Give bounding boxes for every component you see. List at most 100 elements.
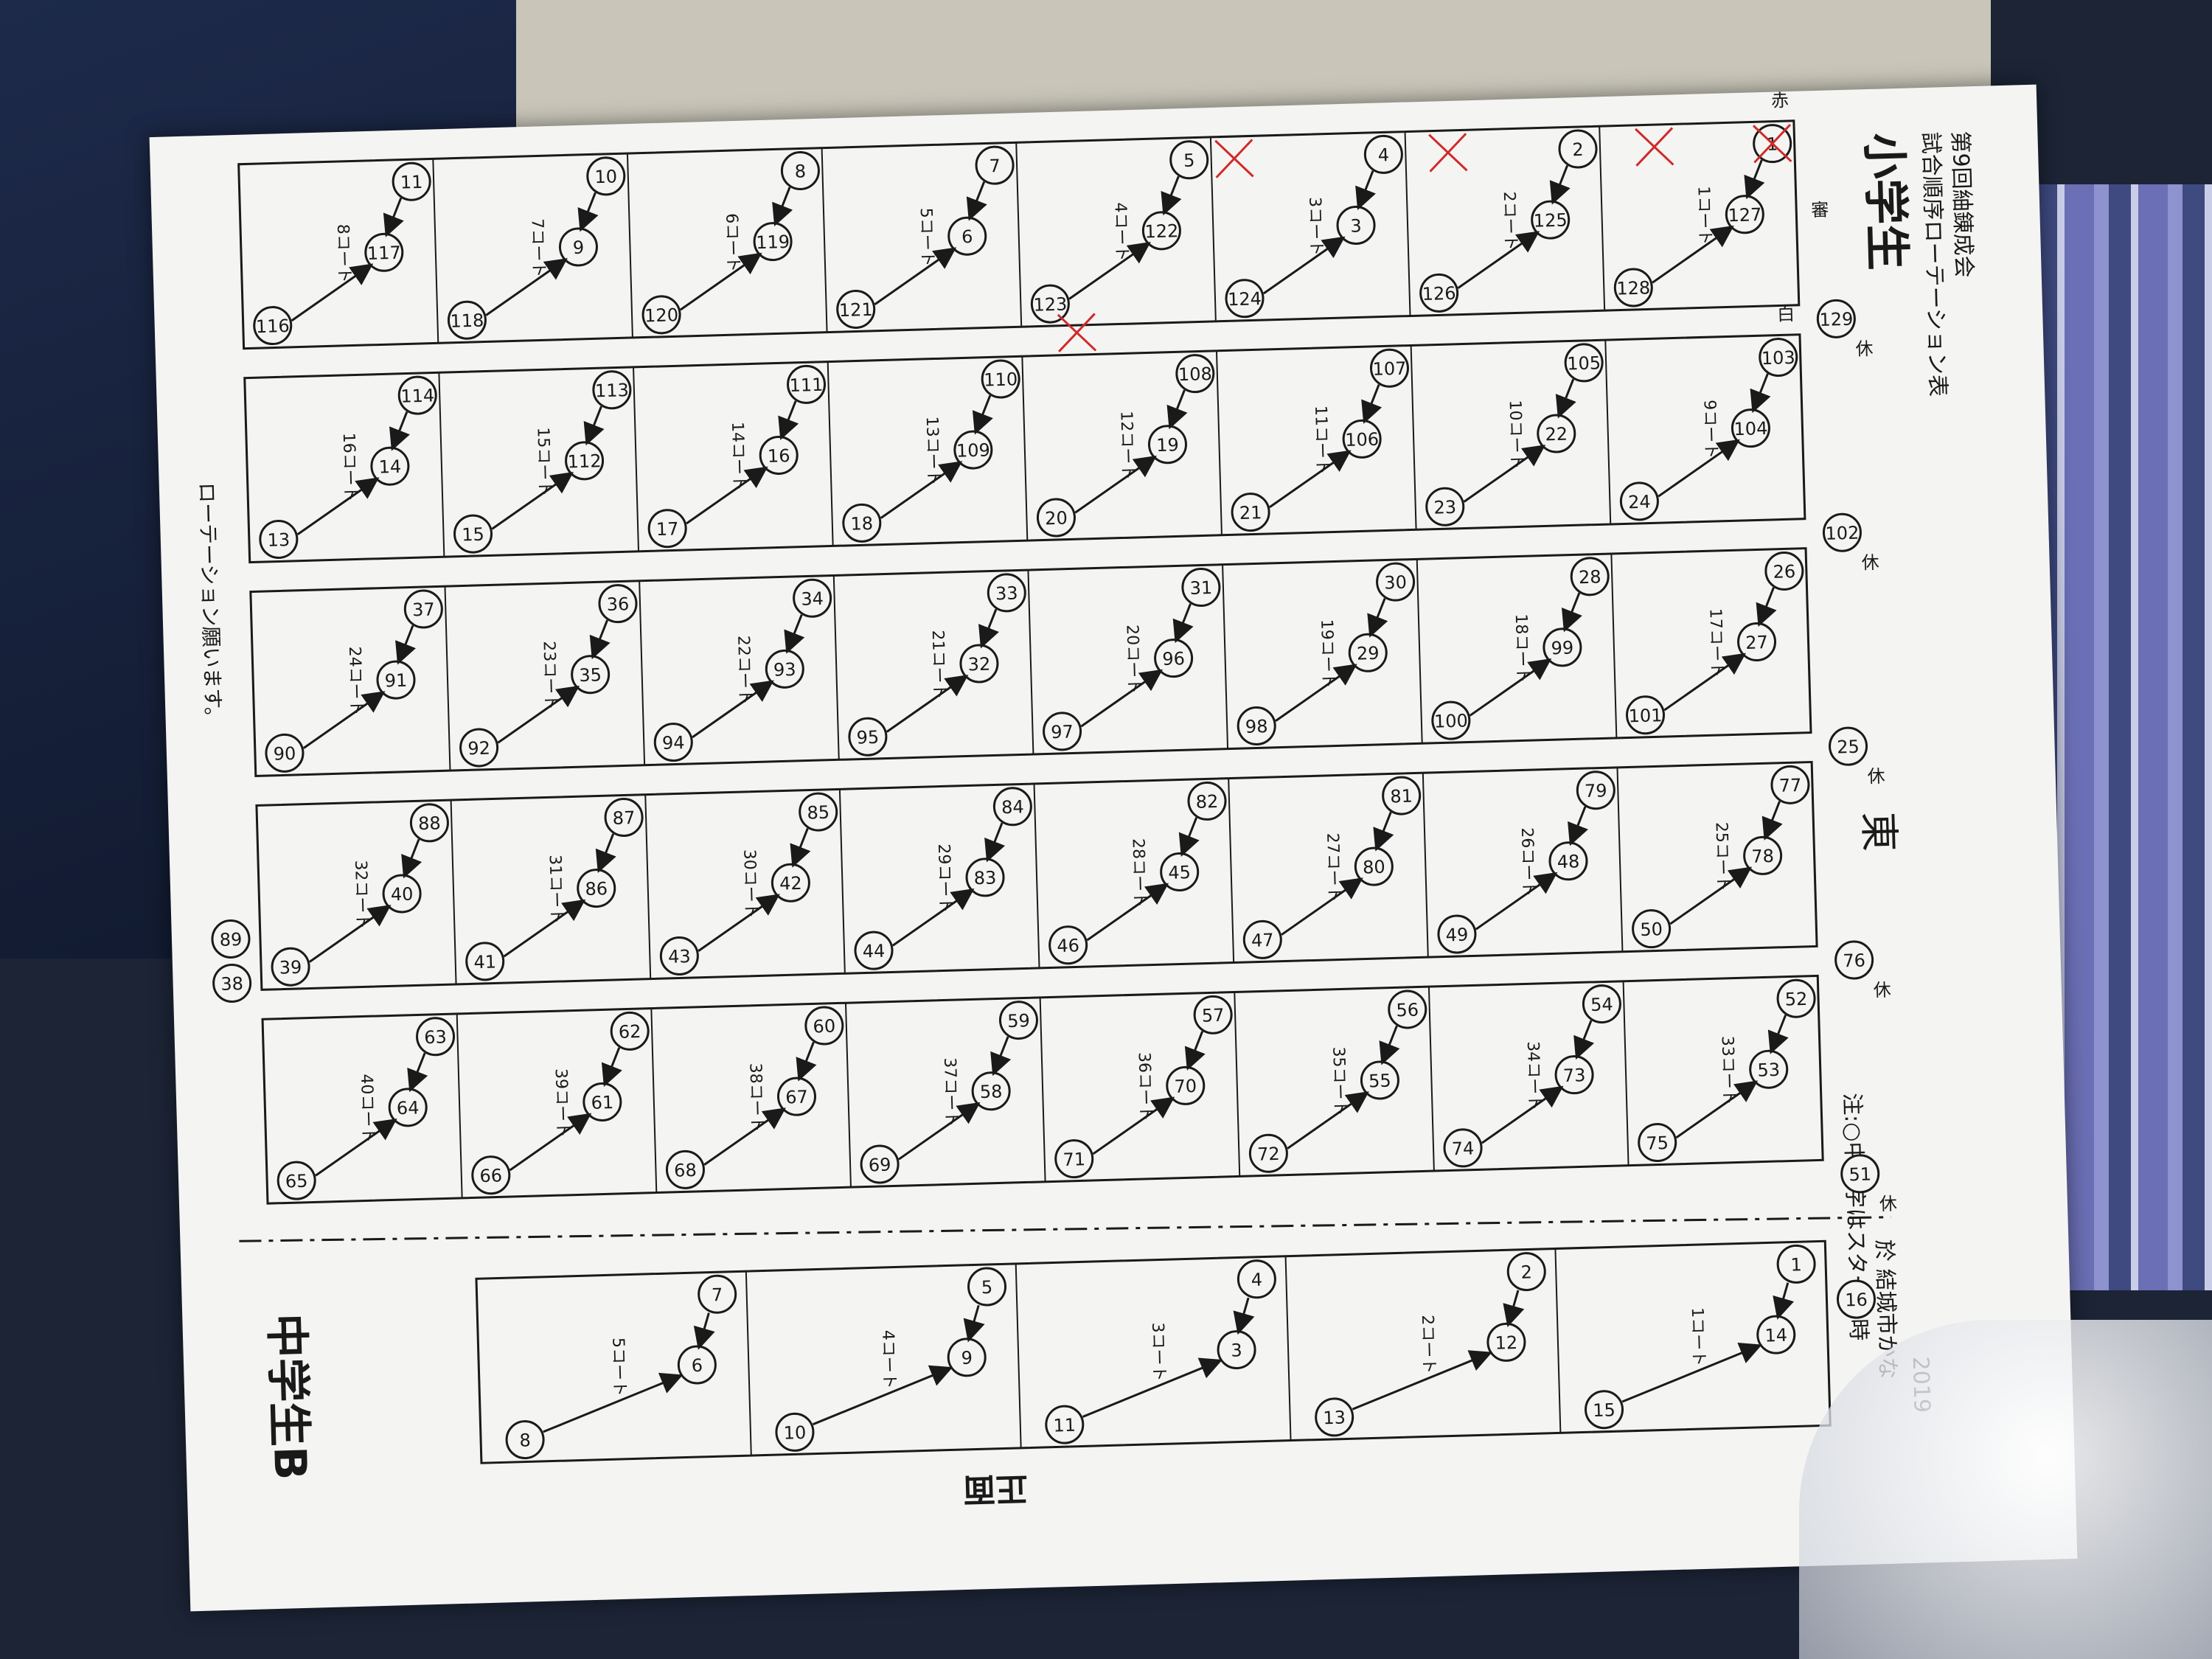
flow-arrow (1074, 455, 1157, 514)
flow-arrow (1080, 669, 1164, 728)
court-label: 11コート (1311, 406, 1332, 476)
court-divider (1554, 1248, 1562, 1433)
match-node-label: 97 (1051, 721, 1074, 742)
match-node-label: 10 (783, 1422, 806, 1444)
match-node-label: 69 (868, 1155, 891, 1176)
match-node-label: 52 (1784, 989, 1807, 1010)
match-node-label: 125 (1533, 209, 1568, 231)
rest-node (1840, 1154, 1880, 1194)
flow-arrow (1269, 450, 1352, 509)
match-node-label: 124 (1228, 288, 1262, 310)
match-node (259, 519, 299, 559)
flow-arrow (1178, 817, 1200, 857)
flow-arrow (796, 1041, 817, 1082)
court-label: 38コート (745, 1062, 766, 1133)
title-line1: 第9回紬錬成会 (1947, 131, 1977, 278)
match-node (981, 359, 1020, 399)
flow-arrow (1172, 603, 1194, 644)
match-node (1776, 978, 1816, 1018)
match-node-label: 73 (1562, 1065, 1585, 1086)
match-node-label: 13 (1323, 1408, 1346, 1429)
match-node (1619, 481, 1659, 521)
match-node (1237, 1259, 1276, 1299)
match-node-label: 27 (1745, 632, 1768, 653)
rest-node (1822, 512, 1862, 552)
footer-note: ローテーション願います。 (195, 482, 226, 728)
court-label: 10コート (1506, 400, 1526, 470)
match-node (397, 375, 437, 415)
court-label: 33コート (1718, 1036, 1739, 1106)
flow-arrow (1092, 1096, 1175, 1155)
match-node (1431, 700, 1471, 740)
flow-arrow (772, 187, 793, 227)
court-label: 14コート (728, 422, 748, 492)
flow-arrow (1663, 653, 1746, 712)
court-label: 17コート (1705, 608, 1726, 678)
flow-arrow (1503, 1290, 1525, 1328)
court-label: 28コート (1129, 838, 1150, 908)
match-node-label: 111 (789, 375, 824, 396)
match-node-label: 21 (1239, 502, 1262, 524)
match-node-label: 49 (1445, 925, 1468, 946)
match-node (1506, 1252, 1546, 1292)
match-node-label: 109 (956, 439, 991, 461)
match-node-label: 62 (619, 1021, 641, 1043)
court-divider (1422, 773, 1429, 958)
match-node-label: 46 (1057, 935, 1079, 956)
rest-node (1829, 726, 1868, 766)
flow-arrow (1355, 170, 1377, 210)
match-node (1437, 914, 1477, 954)
flow-arrow (1361, 384, 1382, 424)
flow-arrow (1166, 389, 1188, 430)
court-divider (1039, 997, 1046, 1182)
red-check-mark (1428, 133, 1468, 173)
match-node-label: 54 (1590, 994, 1613, 1015)
match-node (987, 573, 1026, 613)
rest-node (1834, 940, 1874, 980)
flow-arrow (978, 608, 999, 649)
match-node (780, 150, 820, 190)
court-label: 3コート (1305, 197, 1325, 257)
court-divider (1209, 136, 1217, 321)
court-label: 37コート (940, 1057, 961, 1127)
match-node (604, 798, 644, 838)
match-node-label: 65 (285, 1171, 308, 1192)
court-divider (844, 1003, 852, 1188)
match-node-label: 70 (1174, 1076, 1197, 1097)
match-node (1376, 562, 1416, 602)
match-node-label: 61 (591, 1092, 613, 1113)
match-node-label: 14 (378, 456, 401, 478)
match-node (836, 289, 876, 329)
rest-node-label: 102 (1825, 523, 1860, 544)
flow-arrow (1744, 159, 1765, 200)
court-divider (745, 1271, 752, 1456)
match-node-label: 86 (585, 878, 608, 900)
match-node-label: 75 (1646, 1133, 1669, 1154)
match-node-label: 39 (279, 957, 302, 978)
match-node-label: 11 (400, 172, 423, 193)
red-check-mark (1214, 139, 1254, 178)
match-node-label: 126 (1422, 283, 1456, 305)
flow-arrow (813, 1365, 953, 1426)
flow-arrow (491, 471, 574, 530)
match-node-label: 7 (712, 1284, 723, 1305)
match-node-label: 78 (1751, 846, 1774, 867)
match-node (1043, 712, 1082, 751)
flow-arrow (296, 477, 380, 535)
rest-node-label: 25 (1837, 737, 1860, 758)
match-node-label: 2 (1520, 1262, 1532, 1282)
match-node (409, 803, 449, 843)
court-divider (1284, 1256, 1292, 1441)
match-node (471, 1155, 511, 1195)
match-node (1175, 354, 1215, 394)
match-node-label: 9 (961, 1348, 973, 1368)
flow-arrow (401, 838, 422, 879)
flow-arrow (1463, 445, 1546, 503)
flow-arrow (1379, 1025, 1400, 1065)
court-divider (444, 586, 451, 771)
match-node-label: 106 (1345, 429, 1380, 451)
court-divider (1021, 356, 1029, 541)
rest-node (1836, 1279, 1876, 1319)
match-node-label: 48 (1557, 851, 1579, 872)
match-node-label: 101 (1628, 705, 1663, 726)
